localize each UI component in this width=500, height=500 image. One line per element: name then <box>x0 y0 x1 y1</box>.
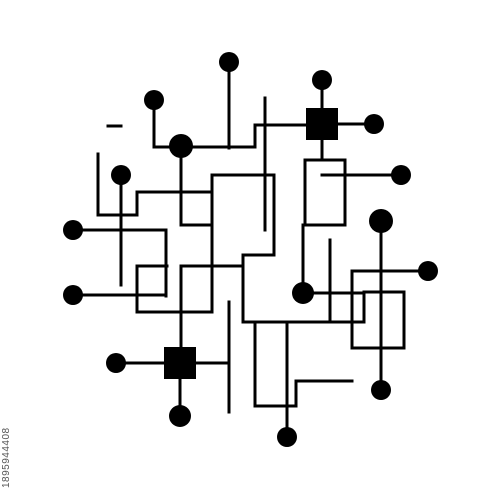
chip-square <box>306 108 338 140</box>
circuit-trace <box>135 173 214 314</box>
circuit-node <box>369 209 393 233</box>
circuit-trace <box>119 190 214 217</box>
circuit-trace <box>303 158 347 227</box>
circuit-trace <box>152 98 322 149</box>
circuit-node <box>312 70 332 90</box>
circuit-node <box>106 353 126 373</box>
circuit-trace <box>96 152 122 217</box>
circuit-node <box>144 90 164 110</box>
node-group <box>63 52 438 447</box>
circuit-node <box>63 220 83 240</box>
circuit-node <box>63 285 83 305</box>
chip-group <box>164 108 338 379</box>
circuit-trace <box>71 228 168 298</box>
circuit-trace <box>253 320 366 408</box>
watermark-id-text: 1895944408 <box>1 427 12 488</box>
circuit-node <box>219 52 239 72</box>
trace-group <box>71 60 430 439</box>
circuit-trace <box>179 144 214 227</box>
circuit-node <box>169 405 191 427</box>
circuit-node <box>371 380 391 400</box>
circuit-node <box>391 165 411 185</box>
circuit-node <box>418 261 438 281</box>
chip-square <box>164 347 196 379</box>
circuit-trace <box>350 269 430 350</box>
circuit-node <box>169 134 193 158</box>
circuit-node <box>364 114 384 134</box>
circuit-node <box>277 427 297 447</box>
circuit-node <box>111 165 131 185</box>
circuit-node <box>292 282 314 304</box>
